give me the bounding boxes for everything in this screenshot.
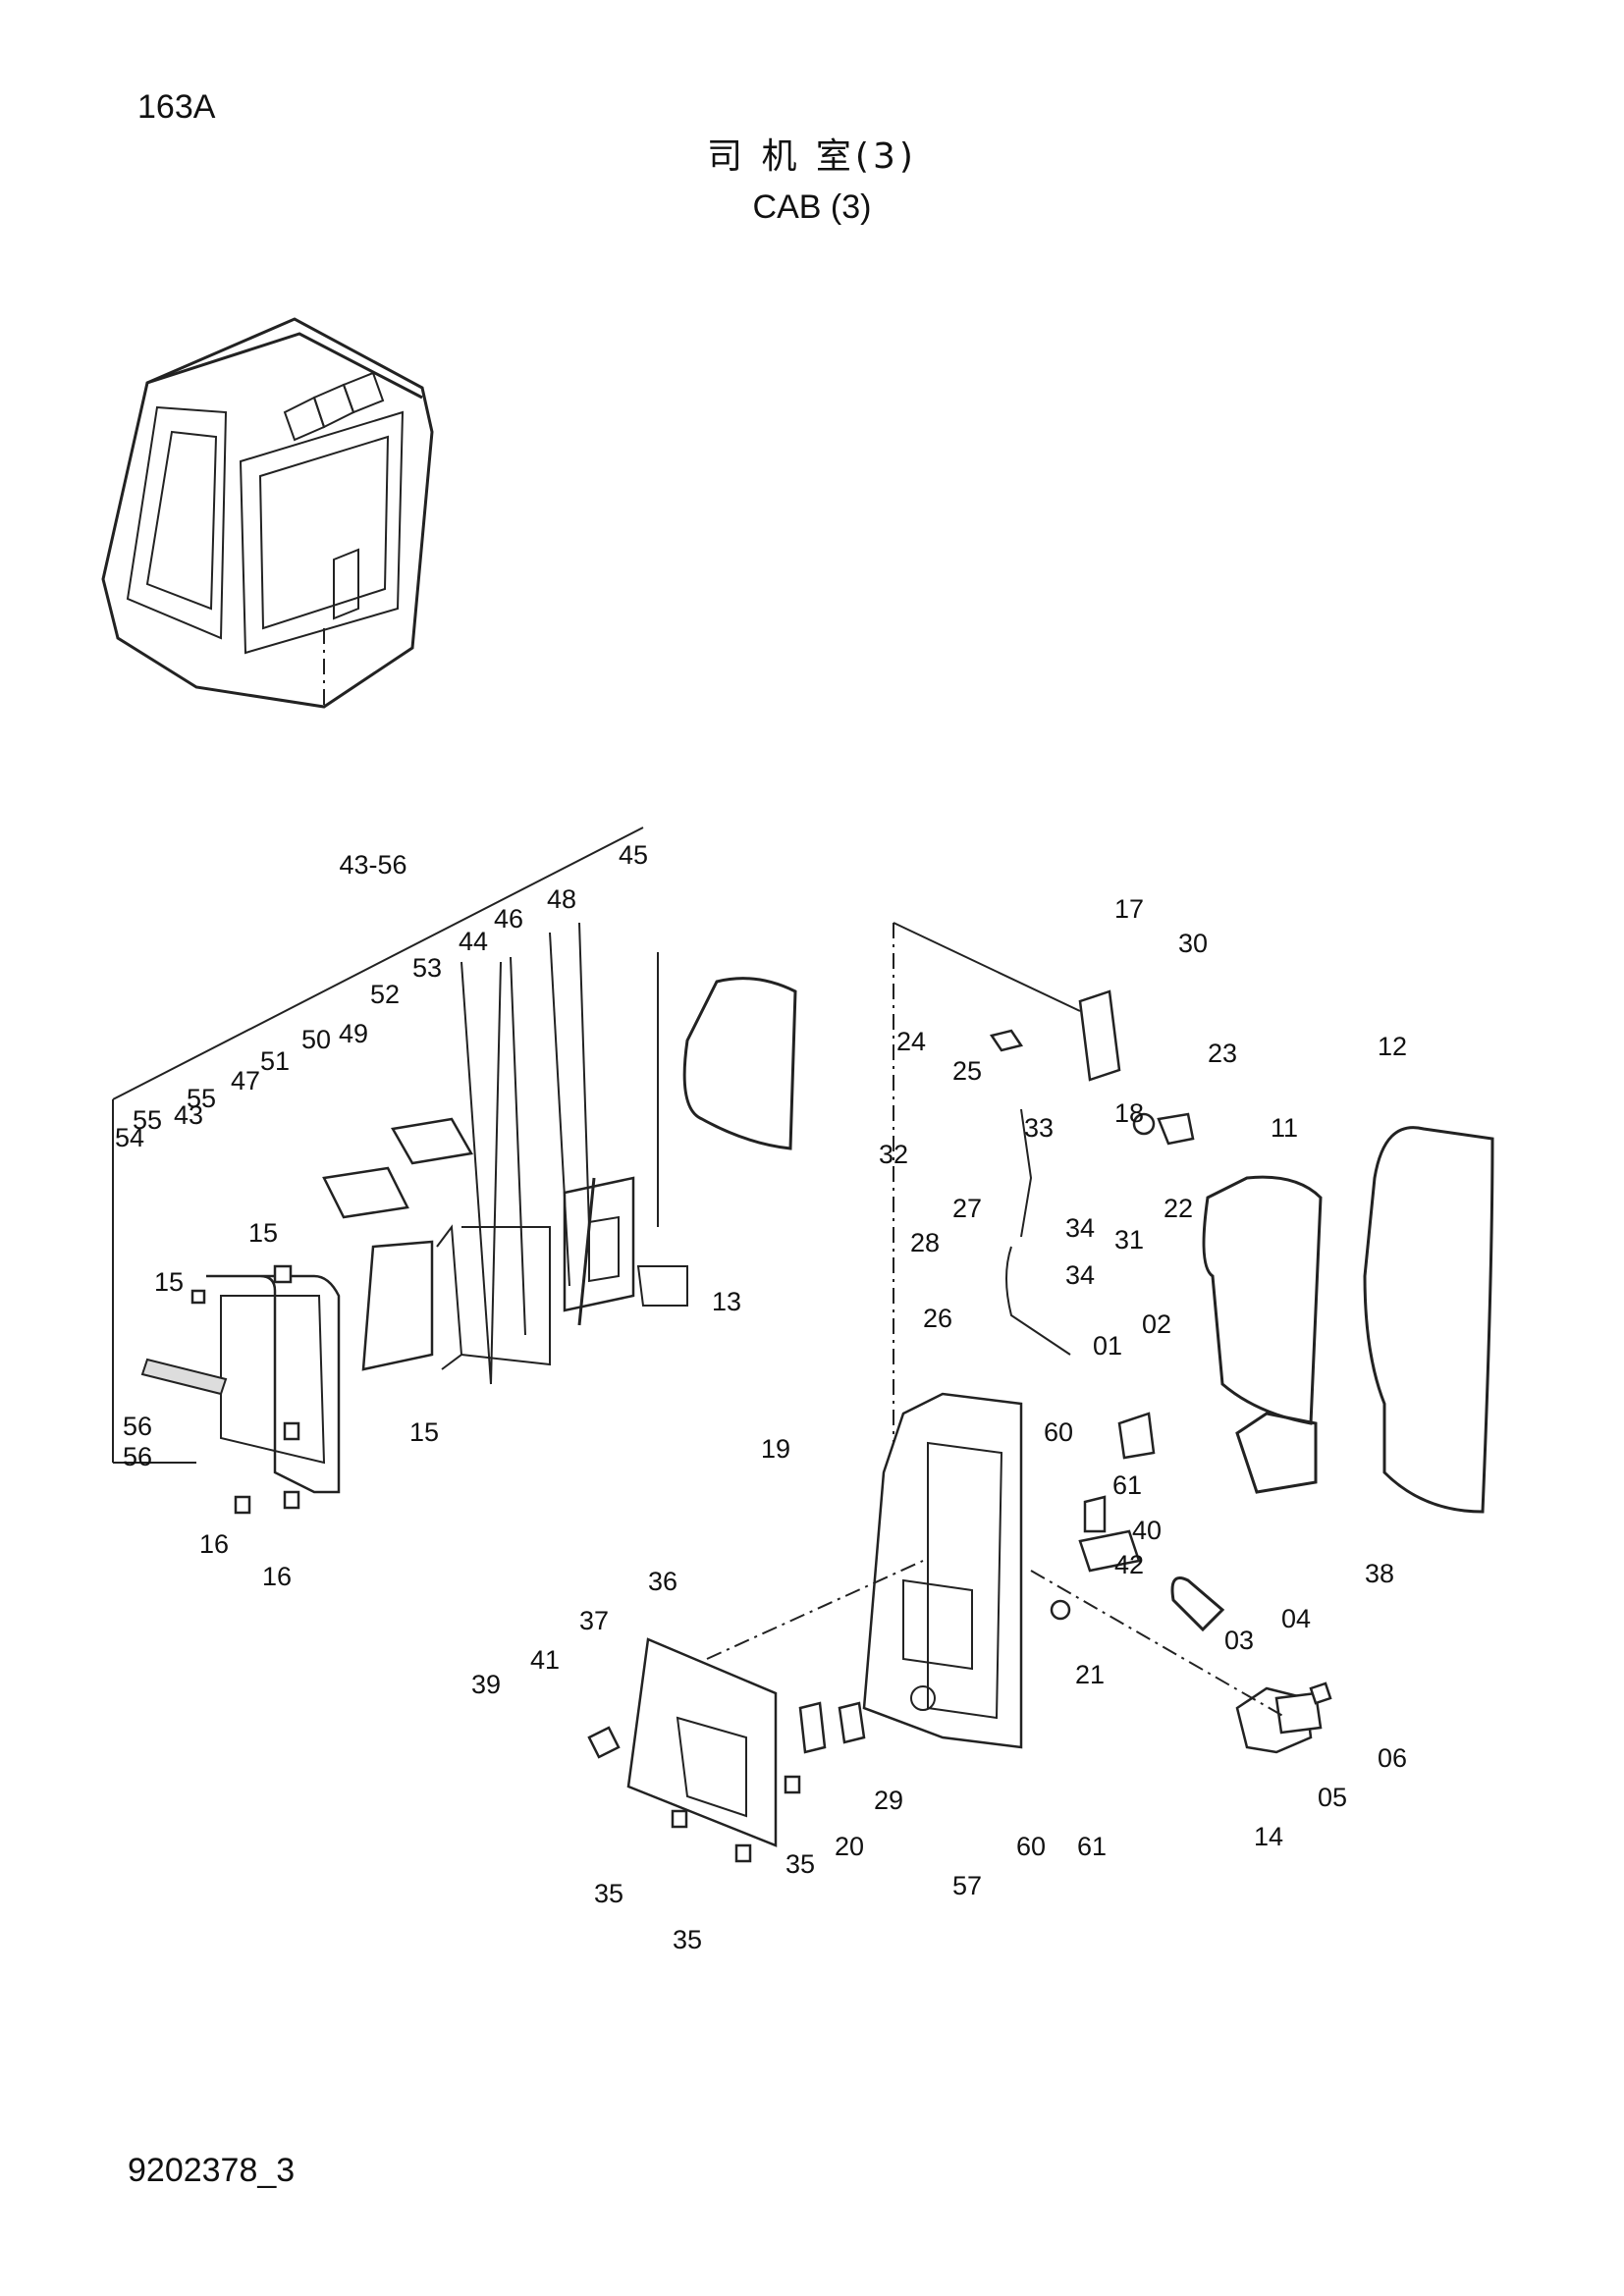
- callout-label: 43-56: [339, 850, 406, 880]
- callout-label: 02: [1142, 1309, 1171, 1339]
- page-id: 163A: [137, 88, 216, 126]
- callout-label: 51: [260, 1046, 290, 1076]
- callout-label: 04: [1281, 1604, 1311, 1633]
- callout-label: 14: [1254, 1822, 1283, 1851]
- callout-label: 25: [952, 1056, 982, 1086]
- callout-label: 61: [1077, 1832, 1107, 1861]
- callout-label: 15: [154, 1267, 184, 1297]
- callout-label: 61: [1112, 1470, 1142, 1500]
- callout-label: 47: [231, 1066, 260, 1095]
- callout-label: 48: [547, 884, 576, 914]
- title-block: 司 机 室(3) CAB (3): [0, 128, 1624, 227]
- callout-label: 35: [673, 1925, 702, 1954]
- callout-label: 57: [952, 1871, 982, 1900]
- door-assembly: [862, 922, 1332, 1754]
- callout-label: 05: [1318, 1783, 1347, 1812]
- callout-label: 55: [133, 1105, 162, 1135]
- callout-label: 24: [896, 1027, 926, 1056]
- callout-label: 56: [123, 1412, 152, 1441]
- callout-label: 29: [874, 1786, 903, 1815]
- inner-trim-panel: [587, 1560, 924, 1863]
- callout-label: 35: [785, 1849, 815, 1879]
- callout-label: 45: [619, 840, 648, 870]
- callout-label: 18: [1114, 1098, 1144, 1128]
- callout-label: 11: [1271, 1113, 1298, 1143]
- callout-label: 52: [370, 980, 400, 1009]
- callout-label: 06: [1378, 1743, 1407, 1773]
- callout-label: 60: [1044, 1417, 1073, 1447]
- callout-label: 54: [115, 1123, 144, 1152]
- callout-label: 41: [530, 1645, 560, 1675]
- callout-label: 22: [1164, 1194, 1193, 1223]
- callout-label: 15: [409, 1417, 439, 1447]
- callout-label: 35: [594, 1879, 623, 1908]
- callout-label: 53: [412, 953, 442, 983]
- callout-label: 03: [1224, 1626, 1254, 1655]
- callout-label: 42: [1114, 1550, 1144, 1579]
- callout-label: 13: [712, 1287, 741, 1316]
- callout-label: 32: [879, 1140, 908, 1169]
- callout-label: 26: [923, 1304, 952, 1333]
- callout-label: 12: [1378, 1032, 1407, 1061]
- title-chinese: 司 机 室(3): [707, 136, 917, 177]
- callout-label: 23: [1208, 1039, 1237, 1068]
- callout-label: 16: [262, 1562, 292, 1591]
- callout-label: 30: [1178, 929, 1208, 958]
- callout-label: 38: [1365, 1559, 1394, 1588]
- callout-label: 36: [648, 1567, 677, 1596]
- callout-label: 27: [952, 1194, 982, 1223]
- callout-label: 15: [248, 1218, 278, 1248]
- left-window-assembly: [112, 827, 688, 1515]
- title-english: CAB (3): [752, 188, 872, 226]
- callout-label: 33: [1024, 1113, 1054, 1143]
- callout-label: 44: [459, 927, 488, 956]
- cab-overview-illustration: [101, 317, 434, 709]
- callout-label: 46: [494, 904, 523, 934]
- callout-label: 28: [910, 1228, 940, 1257]
- callout-label: 16: [199, 1529, 229, 1559]
- window-seals: [682, 977, 1494, 1514]
- callout-label: 49: [339, 1019, 368, 1048]
- callout-label: 01: [1093, 1331, 1122, 1361]
- doc-number: 9202378_3: [128, 2152, 296, 2189]
- callout-label: 43: [174, 1100, 203, 1130]
- callout-label: 34: [1065, 1260, 1095, 1290]
- callout-label: 39: [471, 1670, 501, 1699]
- callout-label: 21: [1075, 1660, 1105, 1689]
- callout-label: 40: [1132, 1516, 1162, 1545]
- callout-label: 20: [835, 1832, 864, 1861]
- callout-label: 17: [1114, 894, 1144, 924]
- callout-label: 60: [1016, 1832, 1046, 1861]
- callout-label: 34: [1065, 1213, 1095, 1243]
- callout-label: 19: [761, 1434, 790, 1464]
- callout-label: 55: [187, 1084, 216, 1113]
- callout-label: 37: [579, 1606, 609, 1635]
- callout-label: 31: [1114, 1225, 1144, 1255]
- callout-label: 50: [301, 1025, 331, 1054]
- callout-label: 56: [123, 1442, 152, 1471]
